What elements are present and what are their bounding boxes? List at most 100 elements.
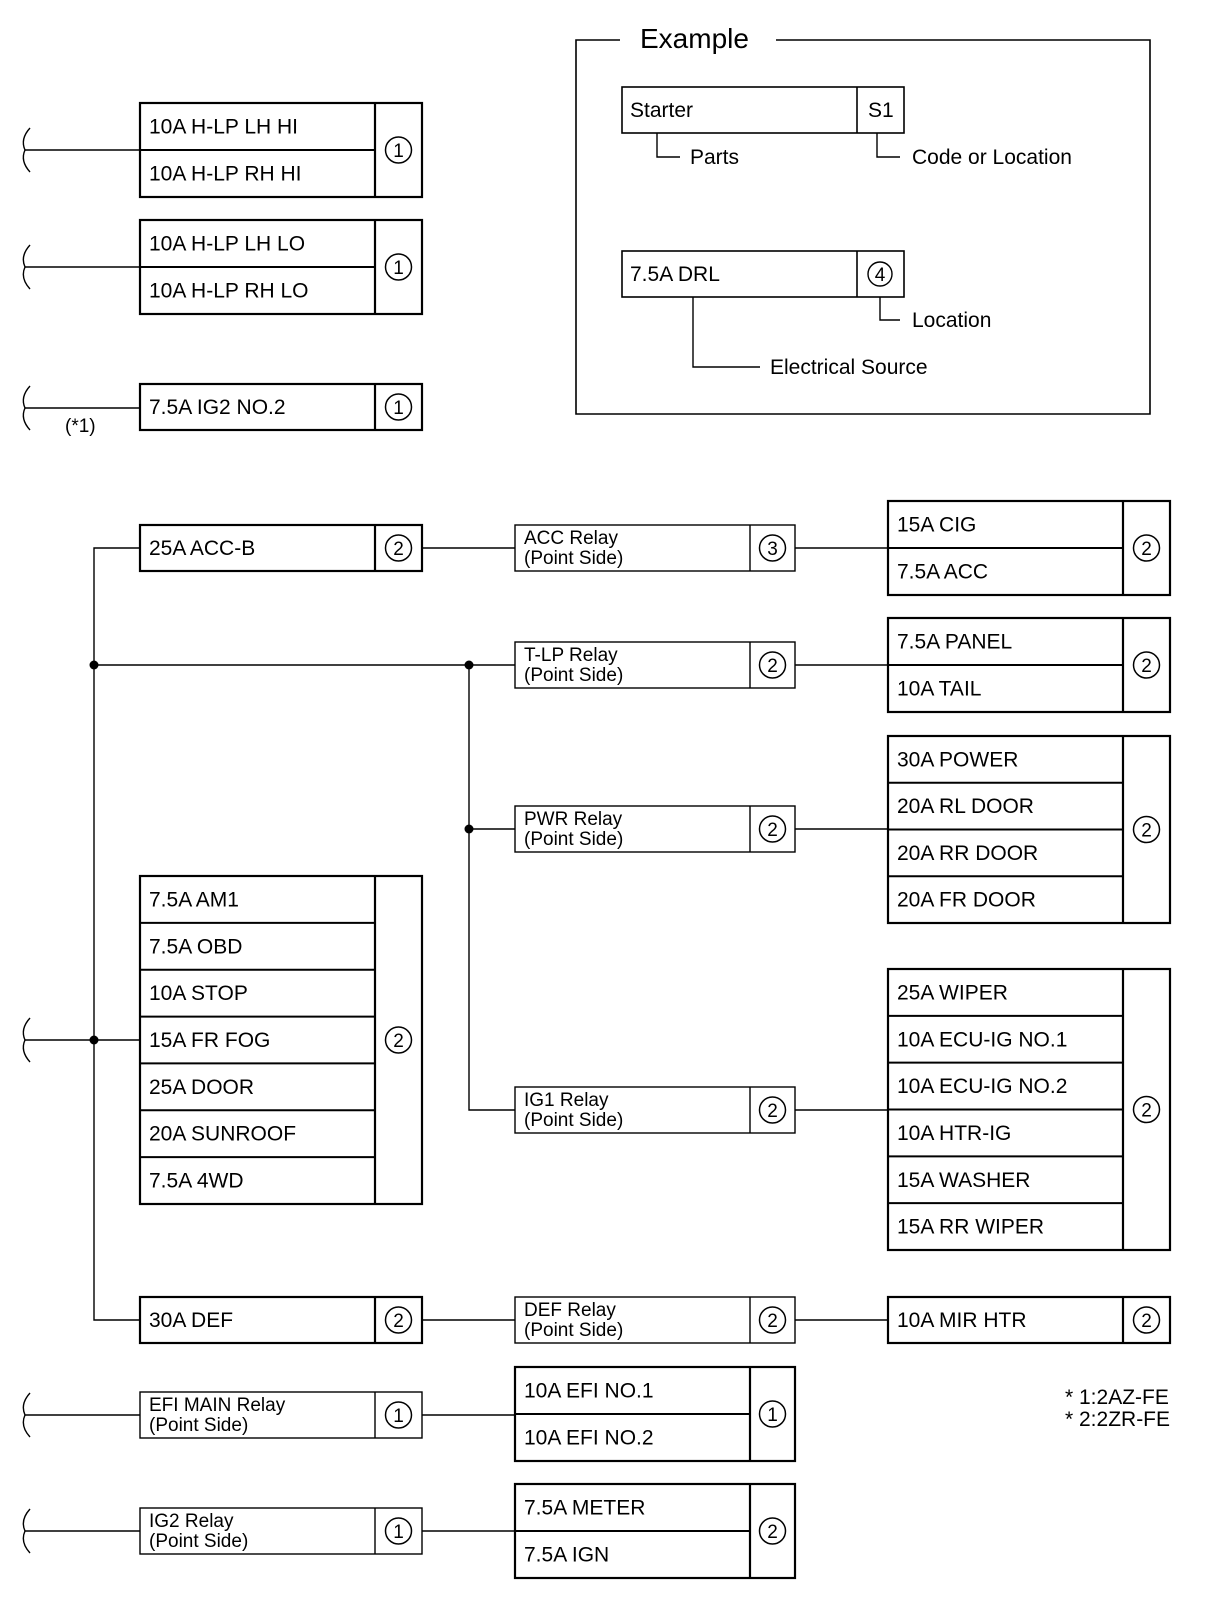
fuse-box-ig1-relay: IG1 Relay(Point Side)2 [514, 1086, 796, 1134]
fuse-label: 20A RR DOOR [897, 842, 1038, 865]
location-number: 2 [1141, 821, 1152, 842]
fuse-label: 10A TAIL [897, 678, 981, 701]
ref-mark: (*1) [65, 416, 96, 437]
relay-sublabel: (Point Side) [524, 665, 623, 686]
source-brace [22, 1392, 31, 1438]
fuse-label: 7.5A PANEL [897, 631, 1012, 654]
fuse-label: 20A RL DOOR [897, 795, 1034, 818]
location-number: 3 [767, 539, 778, 560]
location-marker [384, 136, 413, 164]
fuse-label: 7.5A ACC [897, 561, 988, 584]
fuse-label: 7.5A OBD [149, 935, 242, 958]
fuse-box-pwr-relay: PWR Relay(Point Side) 2 [514, 805, 796, 853]
fuse-box-acc-relay: ACC Relay(Point Side) 3 [514, 524, 796, 572]
fuse-box-accb: 25A ACC-B 2 [138, 523, 424, 573]
source-brace [22, 1508, 31, 1554]
location-marker [384, 534, 413, 562]
fuse-label: 10A H-LP RH LO [149, 280, 309, 303]
fuse-label: 10A EFI NO.1 [524, 1380, 654, 1403]
fuse-label: 7.5A METER [524, 1497, 645, 1520]
fuse-label: 10A H-LP LH HI [149, 116, 298, 139]
location-number: 2 [393, 1031, 404, 1052]
footnote-2: * 2:2ZR-FE [1065, 1408, 1170, 1431]
location-number: 1 [393, 1406, 404, 1427]
location-number: 2 [1141, 1311, 1152, 1332]
fuse-label: 15A WASHER [897, 1169, 1030, 1192]
location-marker [758, 1517, 787, 1545]
fuse-label: 25A DOOR [149, 1076, 254, 1099]
legend-sample-source: 7.5A DRL [630, 263, 720, 286]
fuse-label: 10A H-LP RH HI [149, 163, 302, 186]
fuse-label: 10A STOP [149, 982, 248, 1005]
location-marker [1132, 534, 1161, 562]
location-number: 2 [393, 1311, 404, 1332]
fuse-label: 7.5A 4WD [149, 1170, 244, 1193]
location-marker [384, 1026, 413, 1054]
location-marker [1132, 1095, 1161, 1124]
junction-dot [89, 1035, 99, 1045]
source-brace [22, 385, 31, 431]
fuse-box-wiper-group: 25A WIPER 10A ECU-IG NO.1 10A ECU-IG NO.2 1… [886, 967, 1172, 1252]
relay-label: EFI MAIN Relay [149, 1395, 286, 1416]
location-number: 1 [767, 1405, 778, 1426]
wire [468, 665, 515, 1111]
wiring-lines [22, 127, 888, 1554]
legend-code-note: Code or Location [912, 146, 1072, 169]
fuse-label: 15A RR WIPER [897, 1216, 1044, 1239]
relay-label: DEF Relay [524, 1300, 616, 1321]
fuse-label: 10A HTR-IG [897, 1122, 1011, 1145]
location-number: 2 [1141, 656, 1152, 677]
location-marker [758, 1400, 787, 1428]
location-number: 2 [767, 1101, 778, 1122]
location-marker [758, 1306, 787, 1334]
fuse-box-panel-tail: 7.5A PANEL 10A TAIL 2 [886, 616, 1172, 714]
fuse-label: 15A CIG [897, 514, 976, 537]
location-marker [384, 253, 413, 281]
location-number: 2 [393, 539, 404, 560]
fuse-boxes: 10A H-LP LH HI 10A H-LP RH HI 1 10A H-LP LH… [138, 101, 1172, 1580]
fuse-label: 10A MIR HTR [897, 1309, 1027, 1332]
junction-dot [464, 824, 474, 834]
source-brace [22, 244, 31, 290]
fuse-label: 25A ACC-B [149, 537, 255, 560]
relay-sublabel: (Point Side) [524, 829, 623, 850]
location-marker [1132, 815, 1161, 844]
legend-frame [575, 39, 1151, 415]
location-number: 2 [1141, 1101, 1152, 1122]
location-marker [384, 1401, 413, 1429]
relay-sublabel: (Point Side) [524, 1110, 623, 1131]
fuse-label: 10A ECU-IG NO.1 [897, 1028, 1067, 1051]
fuse-label: 7.5A IG2 NO.2 [149, 396, 286, 419]
legend-panel: Example Starter S1 Parts Code or Locatio… [575, 23, 1151, 415]
relay-sublabel: (Point Side) [149, 1531, 248, 1552]
location-number: 2 [767, 656, 778, 677]
fuse-label: 20A FR DOOR [897, 889, 1036, 912]
fuse-box-tlp-relay: T-LP Relay(Point Side)2 [514, 641, 796, 689]
footnote-1: * 1:2AZ-FE [1065, 1386, 1169, 1409]
relay-sublabel: (Point Side) [524, 548, 623, 569]
relay-label: PWR Relay [524, 809, 623, 830]
location-number: 2 [767, 1311, 778, 1332]
location-marker [758, 651, 787, 679]
location-marker [384, 393, 413, 421]
fuse-label: 10A ECU-IG NO.2 [897, 1075, 1067, 1098]
fuse-box-efi-main-relay: EFI MAIN Relay(Point Side)1 [139, 1391, 423, 1439]
fuse-label: 15A FR FOG [149, 1029, 270, 1052]
location-marker [384, 1517, 413, 1545]
location-marker [384, 1306, 413, 1334]
fuse-label: 20A SUNROOF [149, 1123, 296, 1146]
fuse-label: 25A WIPER [897, 981, 1008, 1004]
location-number: 1 [393, 1522, 404, 1543]
legend-sample-code: S1 [868, 99, 894, 122]
relay-label: ACC Relay [524, 528, 618, 549]
location-number: 2 [767, 820, 778, 841]
location-marker [758, 1096, 787, 1124]
